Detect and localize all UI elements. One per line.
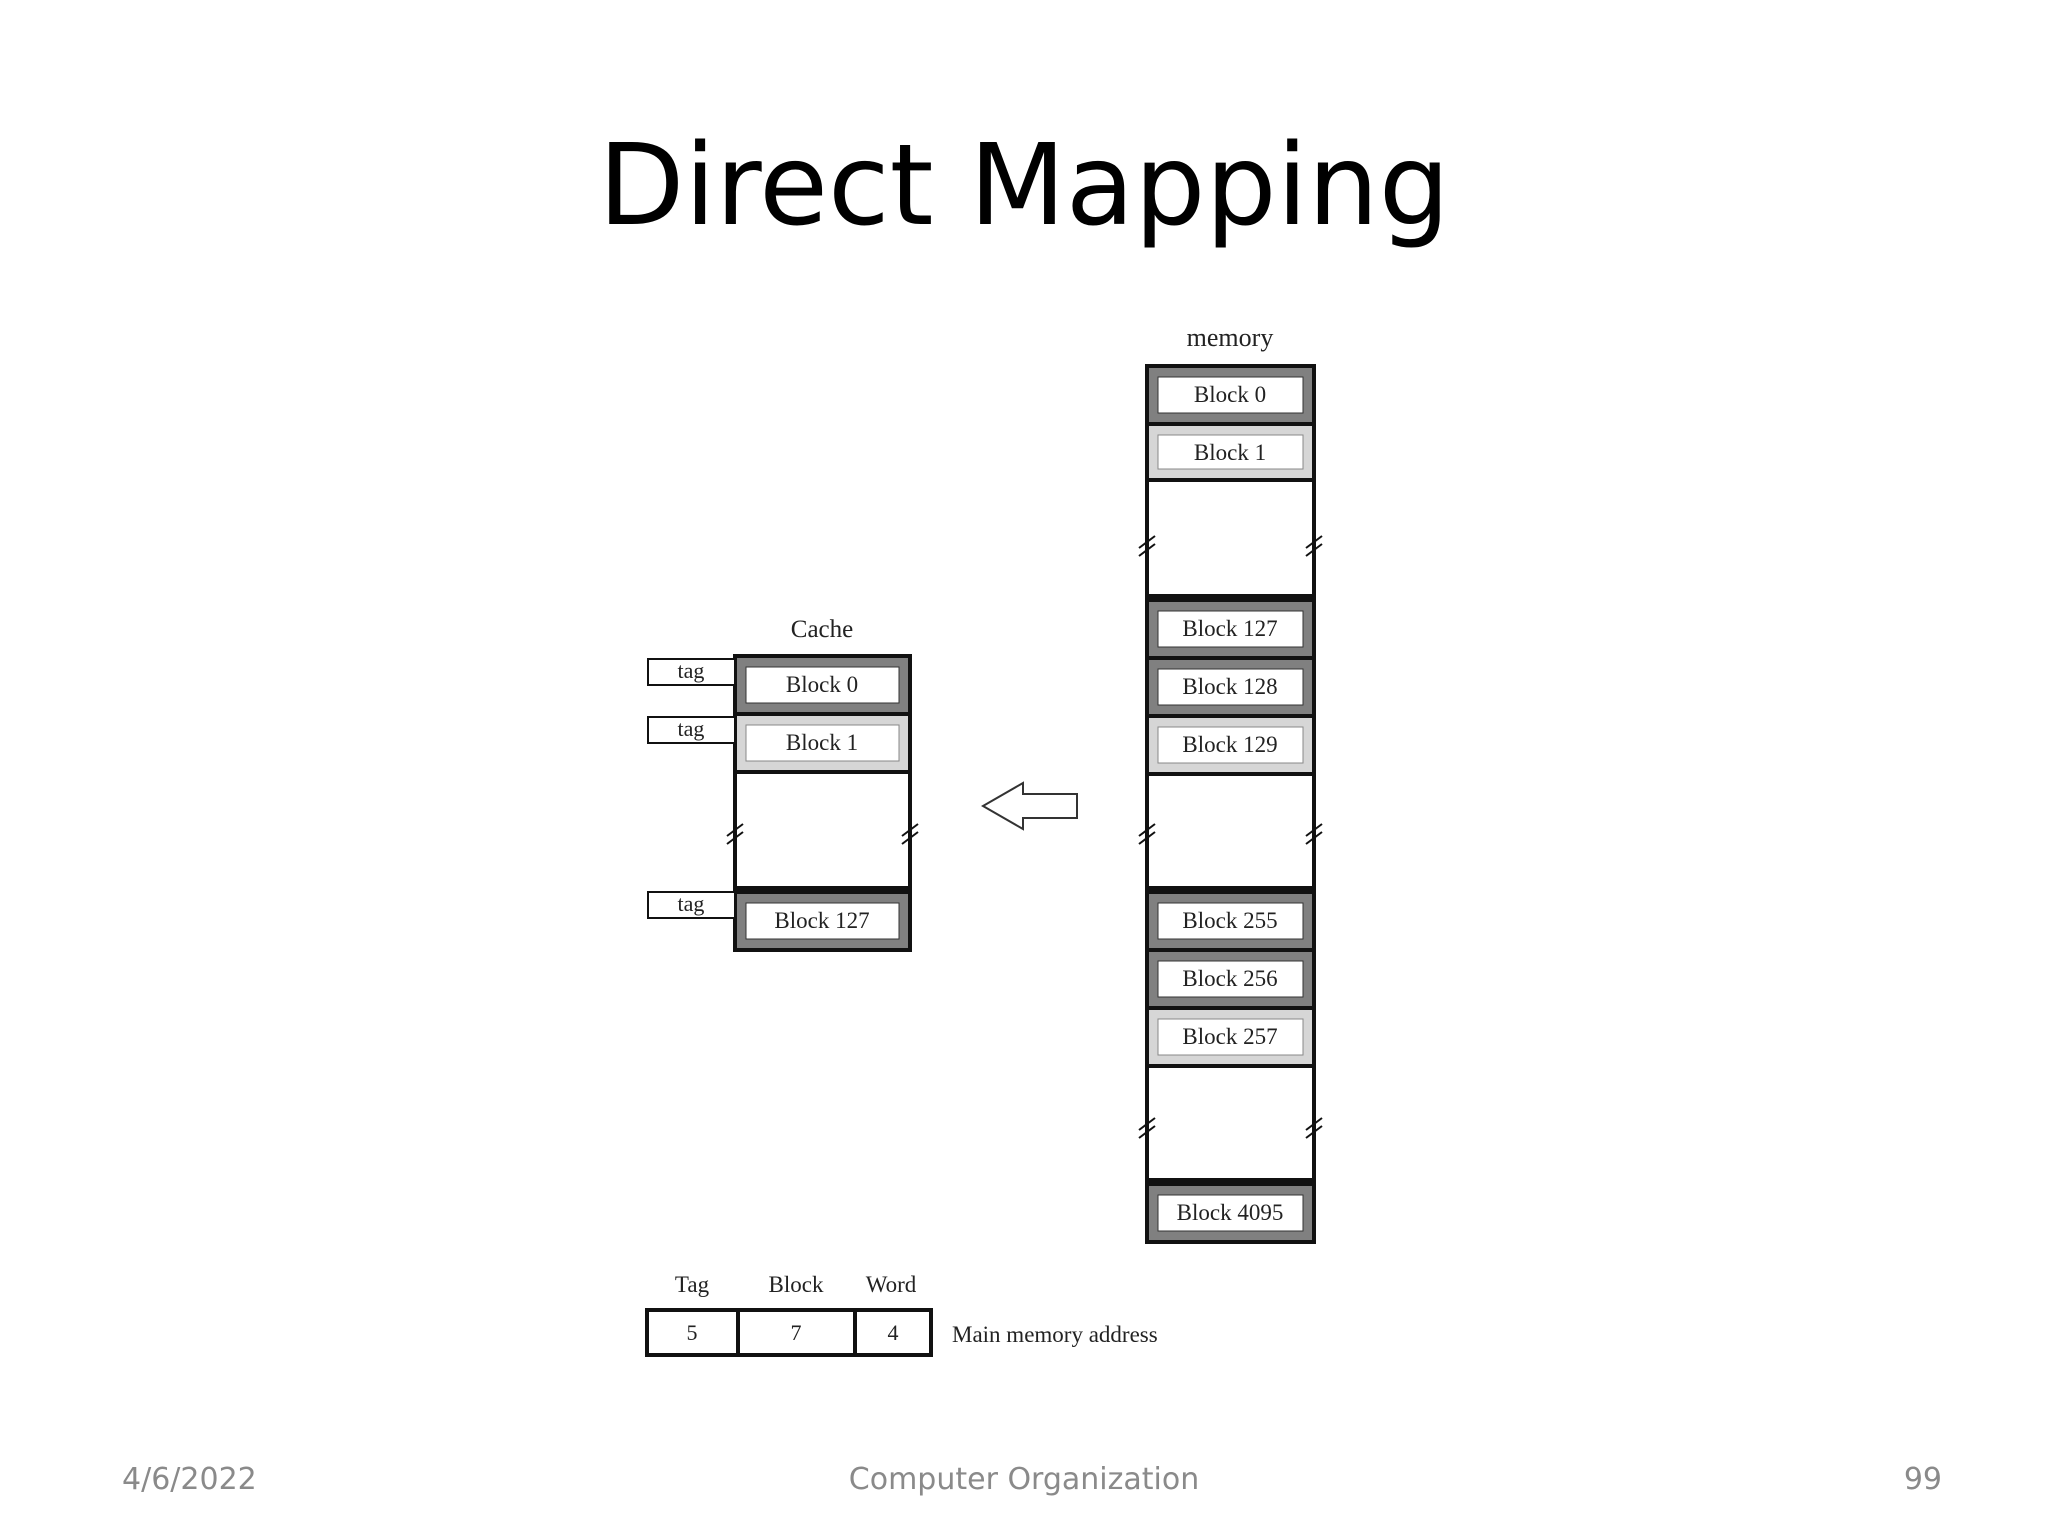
cache-block-1: Block 1: [733, 712, 912, 774]
cache-break-marks: [726, 823, 919, 845]
memory-block-257-label: Block 257: [1182, 1024, 1277, 1049]
address-field-block-bits: 7: [791, 1320, 802, 1345]
memory-block-256-label: Block 256: [1182, 966, 1277, 991]
slide-title: Direct Mapping: [598, 121, 1450, 251]
memory-block-0-label: Block 0: [1194, 382, 1266, 407]
cache-block-127: Block 127: [733, 890, 912, 952]
memory-block-127-label: Block 127: [1182, 616, 1277, 641]
memory-block-0: Block 0: [1145, 364, 1316, 426]
address-format-box: [645, 1308, 933, 1357]
memory-label: memory: [1187, 323, 1274, 352]
address-caption: Main memory address: [952, 1322, 1158, 1347]
memory-block-255-label: Block 255: [1182, 908, 1277, 933]
tag-box-127: tag: [647, 891, 736, 919]
memory-block-256: Block 256: [1145, 948, 1316, 1010]
address-field-word-name: Word: [866, 1272, 917, 1297]
memory-block-129: Block 129: [1145, 714, 1316, 776]
mapping-arrow: [980, 781, 1078, 831]
cache-block-0-label: Block 0: [786, 672, 858, 697]
footer-date: 4/6/2022: [122, 1462, 257, 1497]
cache-label: Cache: [791, 616, 853, 643]
tag-box-0-label: tag: [678, 658, 705, 683]
footer-title: Computer Organization: [848, 1462, 1200, 1497]
memory-block-1: Block 1: [1145, 422, 1316, 482]
tag-box-0: tag: [647, 658, 736, 686]
address-field-tag-name: Tag: [675, 1272, 710, 1297]
memory-break-marks: [1138, 535, 1323, 1139]
address-field-word-bits: 4: [888, 1320, 899, 1345]
cache-block-1-label: Block 1: [786, 730, 858, 755]
address-field-tag-bits: 5: [687, 1320, 698, 1345]
memory-block-4095-label: Block 4095: [1177, 1200, 1284, 1225]
memory-column: [1145, 366, 1316, 1240]
memory-block-255: Block 255: [1145, 890, 1316, 952]
address-field-block-name: Block: [769, 1272, 824, 1297]
tag-box-127-label: tag: [678, 891, 705, 916]
memory-block-127: Block 127: [1145, 598, 1316, 660]
cache-block-127-label: Block 127: [774, 908, 869, 933]
tag-box-1: tag: [647, 716, 736, 744]
memory-block-129-label: Block 129: [1182, 732, 1277, 757]
memory-block-1-label: Block 1: [1194, 440, 1266, 465]
tag-box-1-label: tag: [678, 716, 705, 741]
memory-block-128-label: Block 128: [1182, 674, 1277, 699]
memory-block-128: Block 128: [1145, 656, 1316, 718]
memory-block-4095: Block 4095: [1145, 1182, 1316, 1244]
cache-block-0: Block 0: [733, 654, 912, 716]
footer-page-number: 99: [1903, 1462, 1942, 1497]
memory-block-257: Block 257: [1145, 1006, 1316, 1068]
